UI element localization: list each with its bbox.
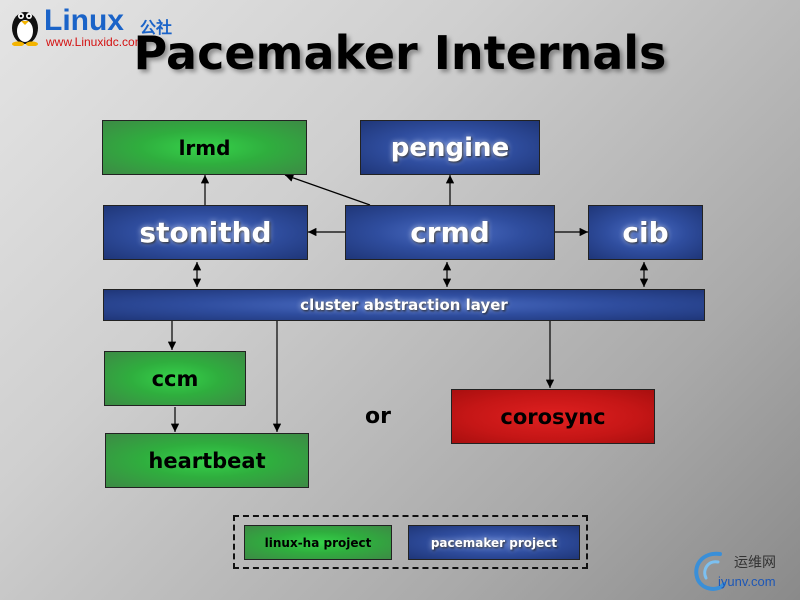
node-corosync-label: corosync (500, 404, 606, 429)
legend-linux-ha: linux-ha project (244, 525, 392, 560)
node-ccm-label: ccm (151, 366, 199, 391)
legend-pacemaker-label: pacemaker project (430, 535, 558, 550)
node-heartbeat: heartbeat (105, 433, 309, 488)
watermark-bottom-cn: 运维网 (734, 555, 776, 571)
arrow-crmd-lrmd (284, 173, 371, 206)
node-crmd-label: crmd (410, 216, 490, 249)
legend-linux-ha-label: linux-ha project (264, 535, 372, 550)
node-cib: cib (588, 205, 703, 260)
node-cluster-label: cluster abstraction layer (300, 296, 508, 314)
watermark-bottom-url: iyunv.com (718, 574, 776, 589)
swirl-logo-icon (694, 551, 726, 591)
node-ccm: ccm (104, 351, 246, 406)
node-crmd: crmd (345, 205, 555, 260)
node-cluster-abstraction-layer: cluster abstraction layer (103, 289, 705, 321)
node-stonithd: stonithd (103, 205, 308, 260)
node-pengine: pengine (360, 120, 540, 175)
tux-penguin-icon (12, 12, 38, 46)
watermark-url: www.Linuxidc.com (46, 35, 145, 49)
legend: linux-ha project pacemaker project (233, 515, 588, 569)
node-lrmd: lrmd (102, 120, 307, 175)
node-lrmd-label: lrmd (178, 135, 231, 160)
or-label: or (365, 404, 391, 429)
node-stonithd-label: stonithd (139, 216, 272, 249)
node-corosync: corosync (451, 389, 655, 444)
watermark-logo: Linux 公社 www.Linuxidc.com (6, 4, 176, 49)
node-heartbeat-label: heartbeat (148, 448, 266, 473)
page-title: Pacemaker Internals (133, 26, 667, 80)
node-pengine-label: pengine (390, 132, 510, 163)
watermark-brand-cn: 公社 (140, 18, 173, 37)
watermark-brand: Linux (44, 4, 124, 37)
node-cib-label: cib (622, 216, 669, 249)
watermark-bottom: 运维网 iyunv.com (690, 548, 798, 596)
legend-pacemaker: pacemaker project (408, 525, 580, 560)
